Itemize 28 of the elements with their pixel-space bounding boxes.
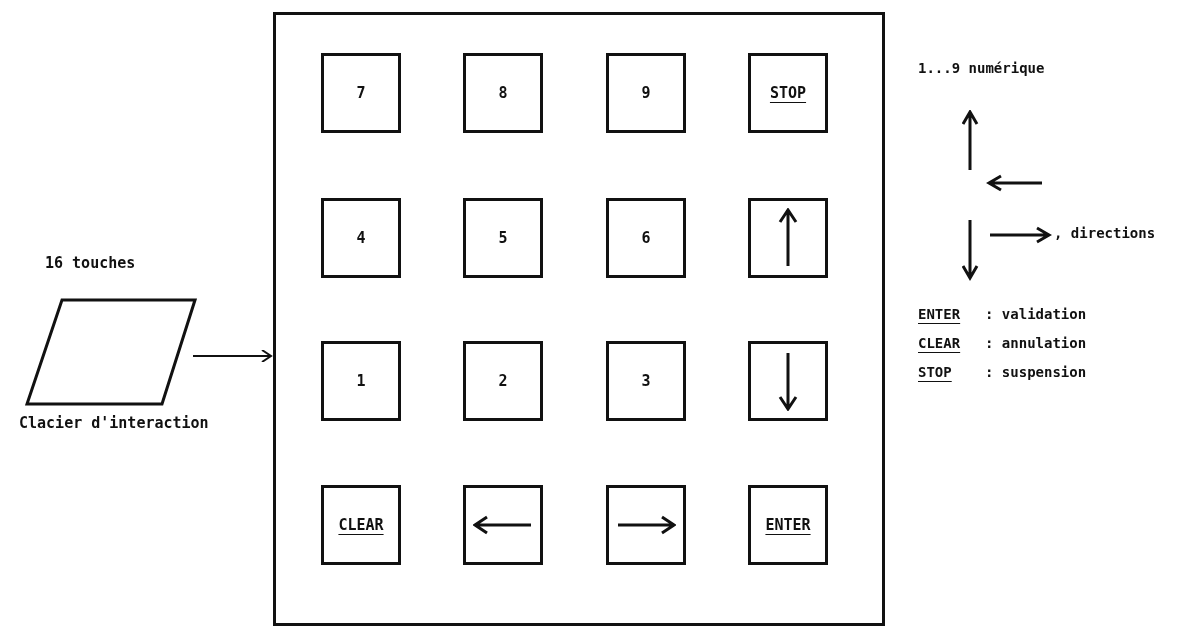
- key-name: CLEAR: [918, 335, 961, 351]
- caption-text: Clacier d'interaction: [19, 414, 209, 432]
- keypad-key: [463, 485, 543, 565]
- key-name: ENTER: [918, 306, 961, 322]
- key-name: STOP: [918, 364, 952, 380]
- keypad-panel: [273, 12, 885, 626]
- keypad-key: 9: [606, 53, 686, 133]
- keypad-key: 1: [321, 341, 401, 421]
- keypad-key: 4: [321, 198, 401, 278]
- keypad-key: 5: [463, 198, 543, 278]
- keypad-key: 6: [606, 198, 686, 278]
- description-text: : validation: [985, 306, 1087, 322]
- keypad-key: 2: [463, 341, 543, 421]
- keypad-key: STOP: [748, 53, 828, 133]
- keypad-key: [748, 341, 828, 421]
- keypad-key: [606, 485, 686, 565]
- note-text: , directions: [1054, 225, 1156, 241]
- keypad-key: ENTER: [748, 485, 828, 565]
- keypad-key: CLEAR: [321, 485, 401, 565]
- keypad-key: 3: [606, 341, 686, 421]
- keypad-key: 8: [463, 53, 543, 133]
- description-text: : suspension: [985, 364, 1087, 380]
- note-text: 16 touches: [45, 254, 136, 272]
- description-text: : annulation: [985, 335, 1087, 351]
- keypad-key: 7: [321, 53, 401, 133]
- keypad-key: [748, 198, 828, 278]
- note-text: 1...9 numérique: [918, 60, 1045, 76]
- arrow: [192, 349, 272, 363]
